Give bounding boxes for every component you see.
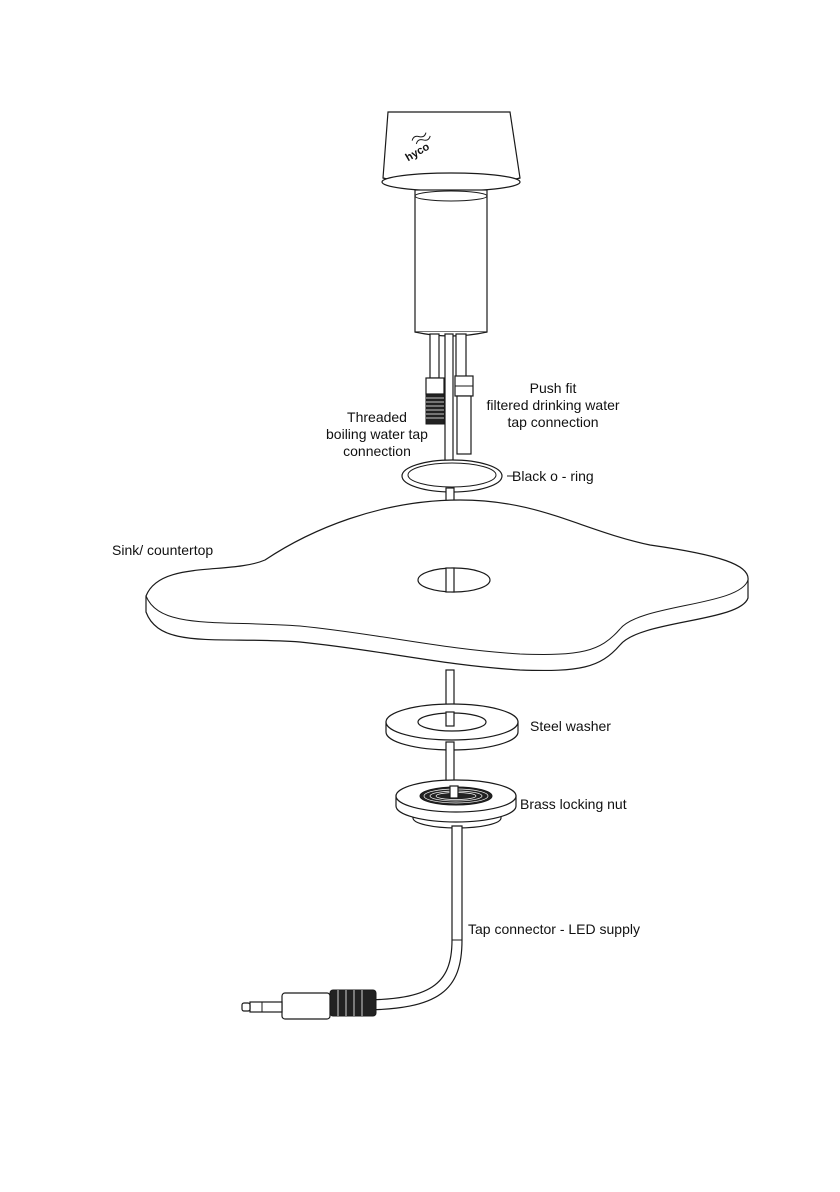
label-brass-nut: Brass locking nut [520, 796, 627, 813]
led-supply-cable [330, 826, 462, 1010]
sink-countertop [146, 500, 748, 670]
label-countertop: Sink/ countertop [112, 542, 213, 559]
jack-plug [242, 990, 376, 1019]
label-push-fit: Push fit filtered drinking water tap con… [468, 380, 638, 431]
black-o-ring [402, 460, 502, 492]
label-push-fit-line2: filtered drinking water [468, 397, 638, 414]
label-threaded: Threaded boiling water tap connection [314, 409, 440, 460]
label-threaded-line2: boiling water tap [314, 426, 440, 443]
label-push-fit-line1: Push fit [468, 380, 638, 397]
label-steel-washer: Steel washer [530, 718, 611, 735]
threaded-rod-middle [446, 742, 454, 782]
brass-locking-nut [396, 780, 516, 828]
label-push-fit-line3: tap connection [468, 414, 638, 431]
tap-body [382, 112, 520, 336]
label-tap-connector: Tap connector - LED supply [468, 921, 640, 938]
label-o-ring: Black o - ring [512, 468, 594, 485]
label-threaded-line3: connection [314, 443, 440, 460]
label-threaded-line1: Threaded [314, 409, 440, 426]
